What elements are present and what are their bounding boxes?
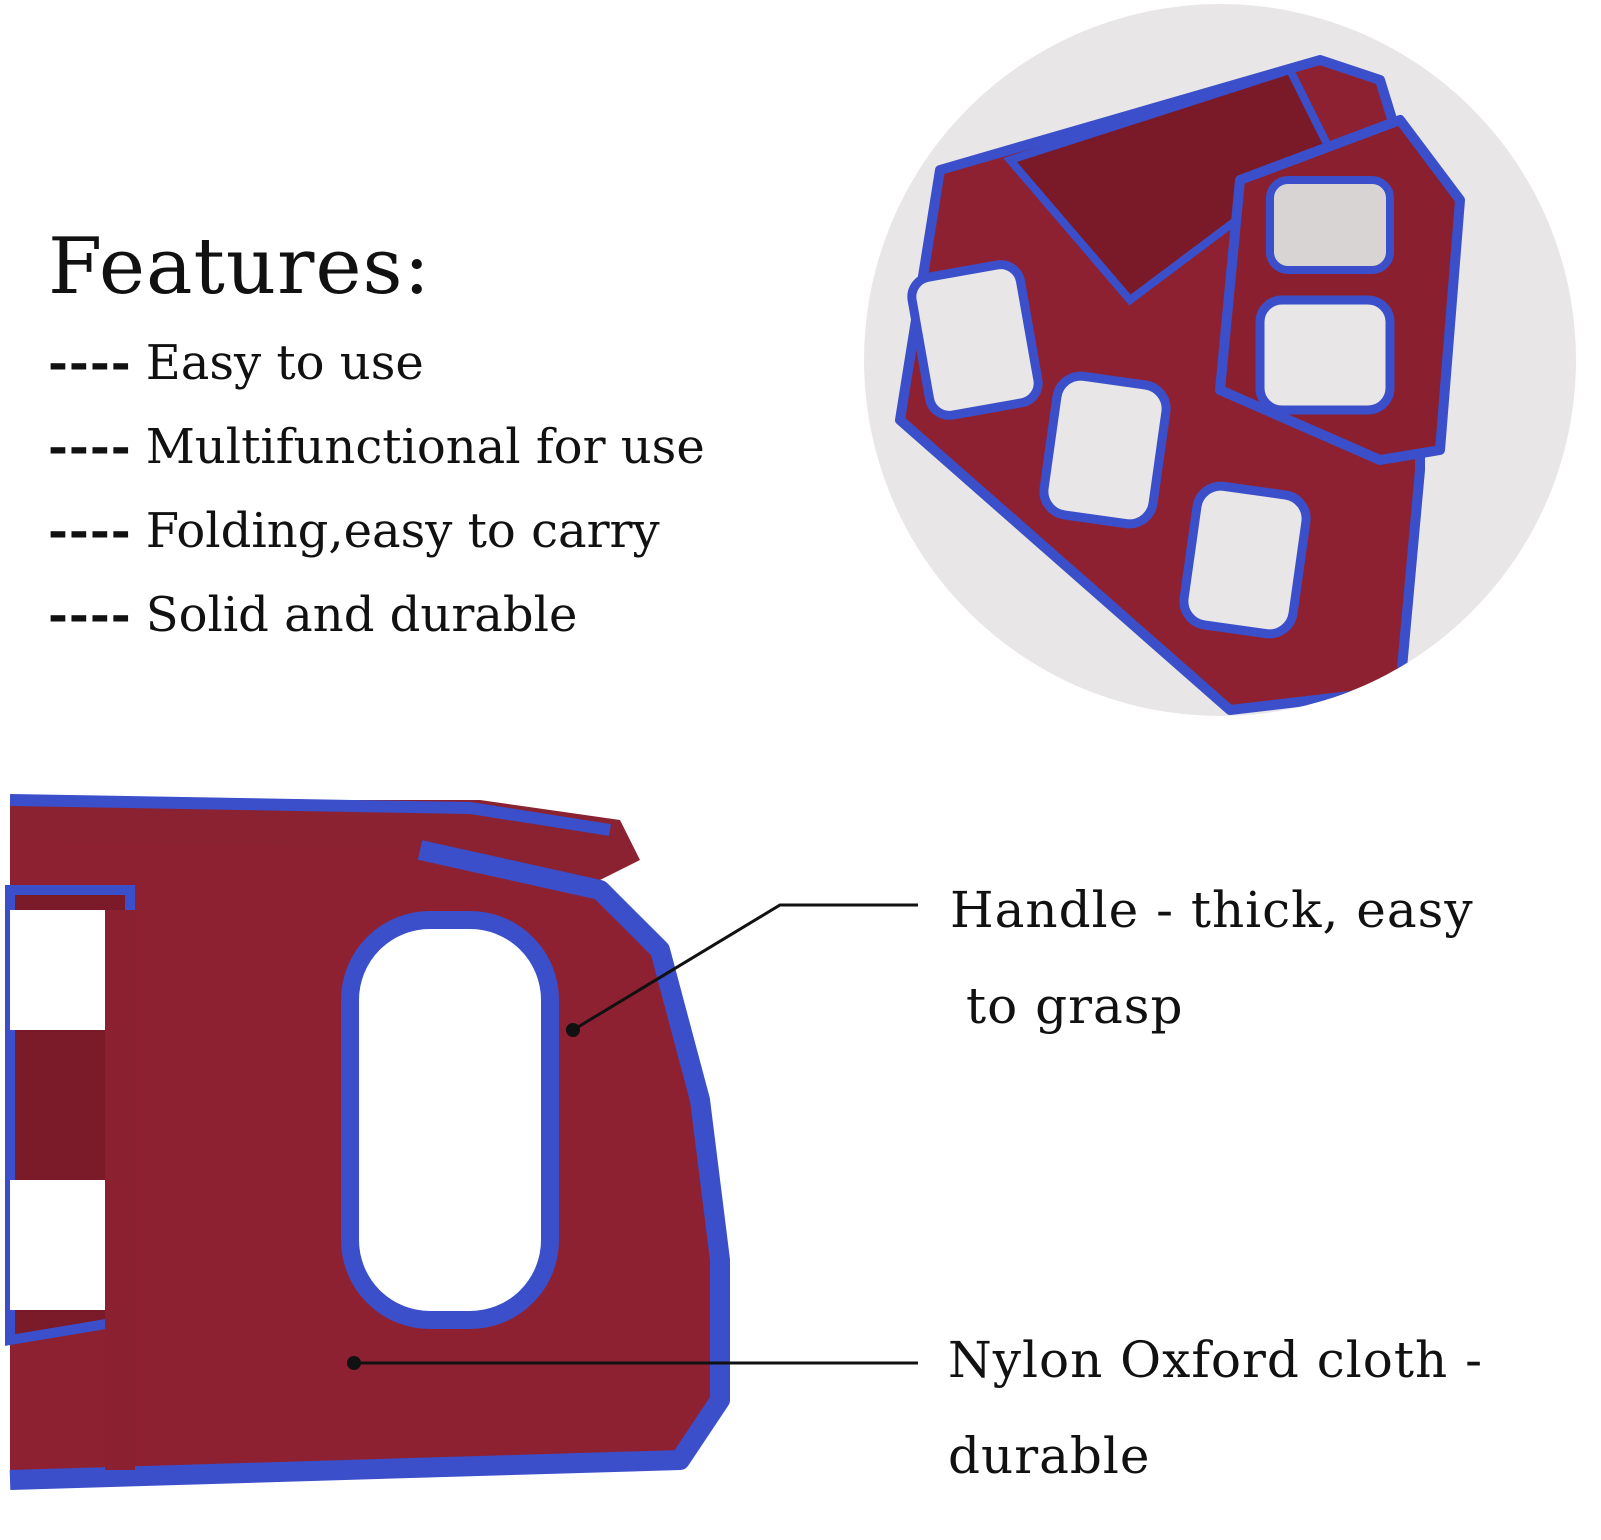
material-callout-line2: durable: [948, 1427, 1151, 1485]
feature-dash: ----: [48, 503, 132, 559]
feature-item: ----Folding,easy to carry: [48, 498, 705, 582]
feature-dash: ----: [48, 587, 132, 643]
feature-item: ----Solid and durable: [48, 582, 705, 666]
handle-leader-line: [572, 903, 918, 1032]
folded-belt-photo: [864, 4, 1576, 716]
handle-callout-line1: Handle - thick, easy: [950, 881, 1474, 939]
handle-closeup-photo: [0, 780, 740, 1520]
feature-item: ----Easy to use: [48, 330, 705, 414]
feature-dash: ----: [48, 419, 132, 475]
feature-text: Easy to use: [145, 335, 424, 391]
features-title: Features:: [48, 222, 431, 312]
handle-callout: Handle - thick, easy to grasp: [950, 862, 1474, 1054]
material-callout: Nylon Oxford cloth - durable: [948, 1312, 1483, 1504]
feature-text: Solid and durable: [145, 587, 578, 643]
material-callout-line1: Nylon Oxford cloth -: [948, 1331, 1483, 1389]
feature-item: ----Multifunctional for use: [48, 414, 705, 498]
feature-dash: ----: [48, 335, 132, 391]
feature-text: Multifunctional for use: [145, 419, 705, 475]
feature-text: Folding,easy to carry: [145, 503, 660, 559]
feature-list: ----Easy to use ----Multifunctional for …: [48, 330, 705, 666]
handle-callout-line2: to grasp: [966, 977, 1184, 1035]
